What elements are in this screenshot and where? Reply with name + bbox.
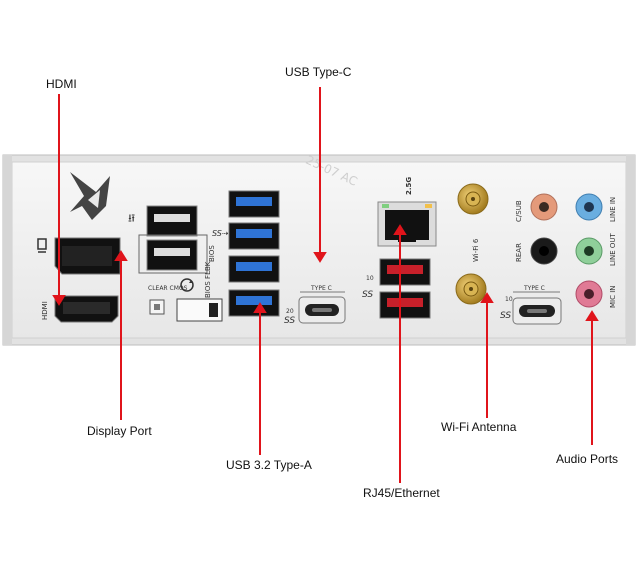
bios-usb-frame	[138, 234, 208, 274]
displayport-port[interactable]	[54, 237, 121, 275]
usb32-port[interactable]	[228, 255, 280, 283]
usb32-port[interactable]	[228, 289, 280, 317]
wifi-antenna-connector[interactable]	[457, 183, 489, 215]
line-in-label: LINE IN	[609, 197, 617, 222]
rj45-ethernet-arrow	[393, 224, 407, 483]
rear-label: REAR	[515, 243, 523, 262]
usb2-port[interactable]	[146, 239, 198, 271]
audio-jack-line-in[interactable]	[575, 193, 603, 221]
audio-jack-mic-in[interactable]	[575, 280, 603, 308]
usb-icon: ⭿	[128, 212, 135, 225]
usb-32-type-a-callout-label: USB 3.2 Type-A	[226, 458, 312, 472]
usb-type-c-arrow	[313, 87, 327, 263]
usb-type-c-port[interactable]	[298, 296, 346, 324]
bios-flbk-label: BIOS FLBK	[204, 261, 212, 298]
audio-jack-c-sub[interactable]	[530, 193, 558, 221]
ss-10-label-mid: 10	[366, 275, 374, 282]
mic-in-label: MIC IN	[609, 285, 617, 308]
rj45-ethernet-callout-label: RJ45/Ethernet	[363, 486, 440, 500]
refresh-icon	[180, 278, 194, 292]
wifi-antenna-callout-label: Wi-Fi Antenna	[441, 420, 517, 434]
audio-jack-line-out[interactable]	[575, 237, 603, 265]
bios-label: BIOS	[208, 245, 216, 262]
two-point-five-g-label: 2.5G	[405, 177, 413, 195]
hdmi-arrow	[52, 94, 66, 306]
type-c-label-left: TYPE C	[310, 285, 332, 292]
usb-type-c-callout-label: USB Type-C	[285, 65, 352, 79]
display-port-arrow	[114, 250, 128, 420]
ss-10-label-right: 10	[505, 296, 513, 303]
usb32-port[interactable]	[228, 190, 280, 218]
hdmi-callout-label: HDMI	[46, 77, 77, 91]
usb2-port[interactable]	[146, 205, 198, 237]
superspeed-10-logo-right: SS	[500, 311, 511, 321]
type-c-label-right: TYPE C	[523, 285, 545, 292]
hdmi-port[interactable]	[54, 295, 119, 323]
hdmi-panel-label: HDMI	[41, 301, 49, 320]
usb-red-port[interactable]	[379, 291, 431, 319]
audio-jack-rear[interactable]	[530, 237, 558, 265]
superspeed-20-logo: SS	[284, 316, 295, 326]
ss-20-label: 20	[286, 308, 294, 315]
clear-cmos-label: CLEAR CMOS	[148, 285, 188, 292]
displayport-icon	[37, 238, 47, 253]
superspeed-10-logo-mid: SS	[362, 290, 373, 300]
display-port-callout-label: Display Port	[87, 424, 152, 438]
superspeed-logo: SS⇢	[212, 229, 229, 238]
usb-type-c-port-right[interactable]	[512, 297, 562, 325]
usb-32-type-a-arrow	[253, 302, 267, 455]
wifi-antenna-arrow	[480, 292, 494, 418]
audio-ports-arrow	[585, 310, 599, 445]
c-sub-label: C/SUB	[515, 200, 523, 222]
wifi-6-label: Wi-Fi 6	[472, 238, 480, 262]
rj45-ethernet-port[interactable]	[377, 201, 437, 247]
usb32-port[interactable]	[228, 222, 280, 250]
wifi-antenna-connector[interactable]	[455, 273, 487, 305]
callout-arrows	[52, 87, 599, 483]
bios-flashback-button[interactable]	[176, 298, 223, 322]
rog-logo-icon	[70, 172, 110, 220]
usb-red-port[interactable]	[379, 258, 431, 286]
line-out-label: LINE OUT	[609, 233, 617, 266]
audio-ports-callout-label: Audio Ports	[556, 452, 619, 466]
